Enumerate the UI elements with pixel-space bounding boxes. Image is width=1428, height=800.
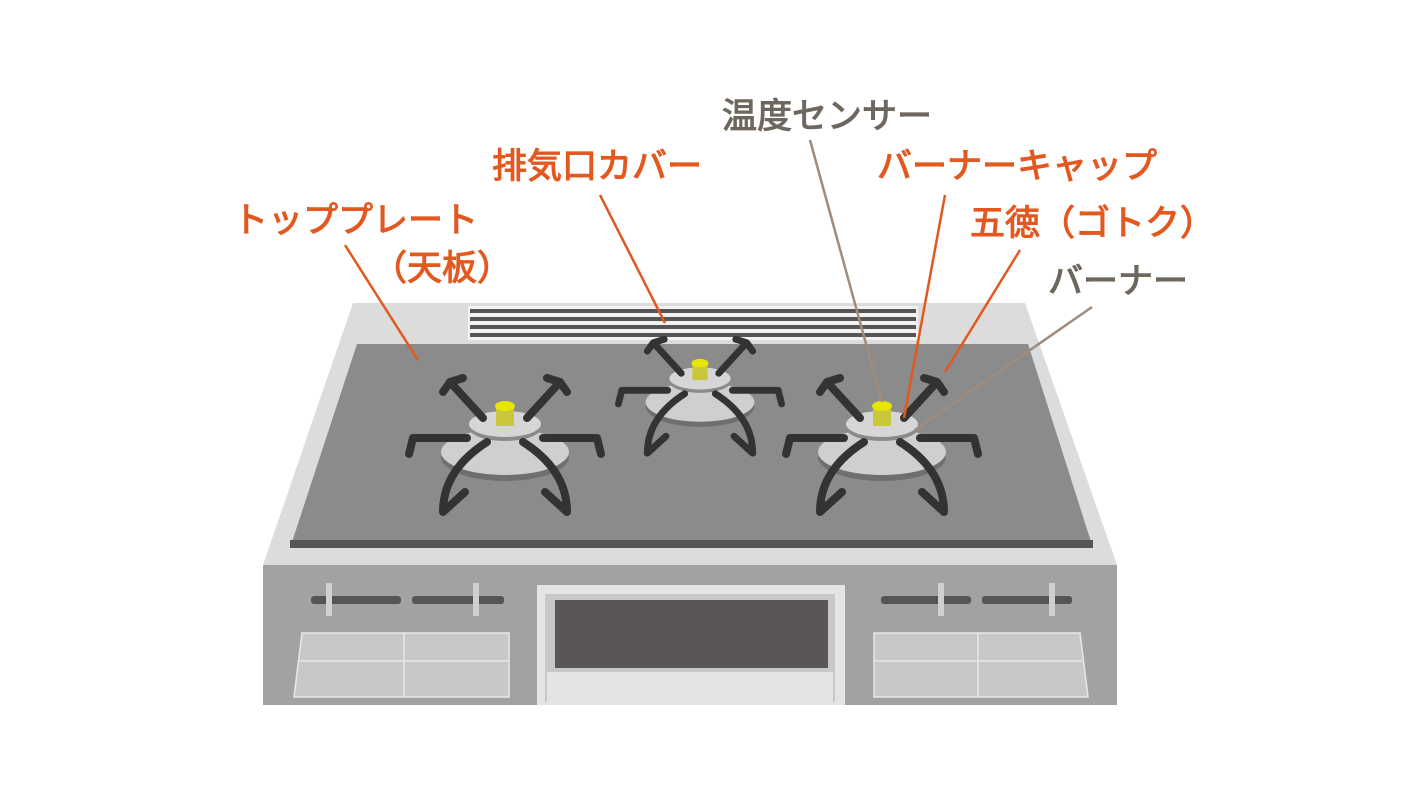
label-top-plate-sub: （天板）	[372, 249, 512, 289]
control-slider-left-2[interactable]	[412, 583, 504, 616]
control-slider-right-1[interactable]	[881, 583, 971, 616]
leader-line-top-plate	[343, 244, 420, 361]
label-burner: バーナー	[1048, 262, 1188, 302]
control-slider-right-2[interactable]	[982, 583, 1072, 616]
leader-line-trivet	[943, 249, 1022, 373]
exhaust-vent-cover	[468, 306, 918, 340]
leader-line-temp-sensor	[808, 139, 884, 403]
leader-line-burner	[914, 305, 1093, 432]
label-trivet: 五徳（ゴトク）	[970, 203, 1215, 244]
label-exhaust-cover: 排気口カバー	[492, 147, 702, 187]
control-panel-right[interactable]	[873, 632, 1089, 698]
label-burner-cap: バーナーキャップ	[877, 147, 1157, 187]
top-plate-edge	[290, 540, 1093, 548]
control-slider-left-1[interactable]	[311, 583, 401, 616]
leader-line-burner-cap	[902, 194, 947, 419]
label-temp-sensor: 温度センサー	[722, 97, 932, 137]
control-panel-left[interactable]	[293, 632, 510, 698]
grill-door[interactable]	[537, 585, 845, 705]
top-plate	[290, 344, 1093, 548]
leader-line-exhaust-cover	[598, 194, 667, 324]
label-top-plate: トッププレート	[233, 201, 478, 241]
